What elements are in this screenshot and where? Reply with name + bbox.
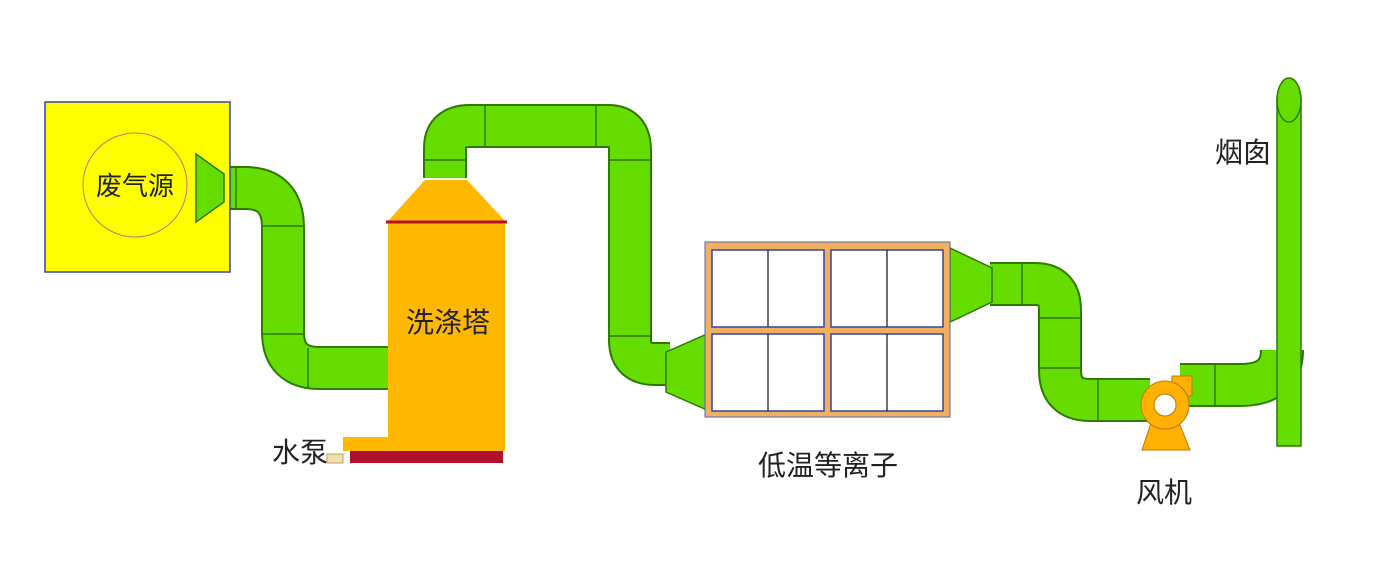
pipe-joints (235, 106, 1216, 420)
pipe-scrubber-to-plasma (425, 106, 675, 384)
fan-label: 风机 (1136, 476, 1192, 509)
pump-label: 水泵 (272, 436, 328, 469)
source-label: 废气源 (96, 172, 174, 202)
pipes (222, 104, 1304, 422)
tower-base-band (350, 451, 503, 463)
source-circle (82, 132, 188, 238)
waste-gas-source: 废气源 (44, 101, 231, 273)
pipe-fan-to-chimney (1180, 348, 1302, 405)
water-pump: 水泵 (272, 436, 344, 469)
pipe-source-to-scrubber-outline (222, 166, 395, 390)
plasma-dividers (767, 250, 888, 411)
chimney-stack (1276, 97, 1302, 447)
scrubber-label: 洗涤塔 (406, 306, 490, 339)
tower-base-tank (343, 437, 505, 451)
plasma-unit: 低温等离子 (665, 241, 993, 482)
chimney: 烟囱 (1215, 77, 1302, 447)
plasma-outlet-cone (949, 246, 993, 324)
pipe-source-to-scrubber (222, 168, 395, 388)
fan: 风机 (1136, 375, 1193, 509)
chimney-top (1276, 77, 1302, 123)
source-exhaust-hood (195, 152, 225, 224)
plasma-inlet-cone (665, 332, 708, 412)
pump-body (326, 453, 344, 464)
pipe-plasma-to-fan (990, 264, 1150, 420)
scrubber-tower: 洗涤塔 (343, 180, 507, 463)
tower-roof (388, 180, 505, 221)
chimney-label: 烟囱 (1215, 136, 1271, 169)
fan-impeller (1153, 393, 1177, 417)
plasma-label: 低温等离子 (758, 449, 898, 482)
tower-body (388, 221, 505, 451)
